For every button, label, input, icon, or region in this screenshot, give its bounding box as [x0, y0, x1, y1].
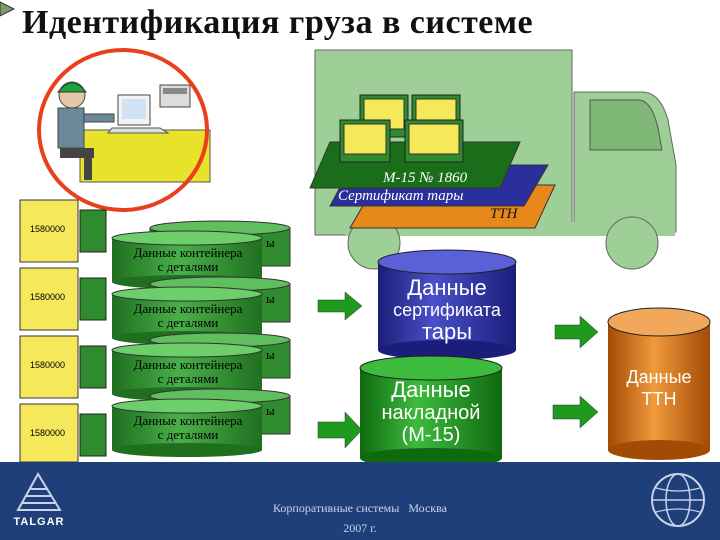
container-label-line: Данные контейнера [133, 301, 243, 316]
highlight-circle [37, 48, 209, 212]
footer-caption: Корпоративные системы Москва 2007 г. [200, 498, 520, 538]
waybill-db-line1: Данные [391, 377, 471, 402]
waybill-db-line2: накладной [381, 402, 481, 424]
waybill-db-cylinder [359, 355, 503, 462]
label-card-number-3: 1580000 [30, 360, 66, 370]
container-label-line: Данные контейнера [133, 357, 243, 372]
container-cylinders [111, 220, 291, 457]
certificate-db-line3: тары [421, 319, 473, 344]
container-label-line: с деталями [157, 371, 219, 386]
flow-arrows [317, 291, 599, 449]
ttn-db-label: Данные ТТН [608, 366, 710, 410]
cargo-boxes [339, 94, 464, 163]
cargo-documents [309, 141, 556, 229]
label-cards [19, 199, 107, 462]
footer-bar [0, 462, 720, 540]
certificate-db-line1: Данные [407, 275, 487, 300]
certificate-db-cylinder [377, 249, 517, 360]
certificate-db-label: Данные сертификата тары [378, 276, 516, 344]
container-back-fragment: ы [266, 403, 275, 418]
page-title: Идентификация груза в системе [22, 4, 534, 41]
container-cylinder-bottom [112, 443, 262, 457]
operator-workstation [56, 81, 211, 183]
container-back-fragment: ы [266, 235, 275, 250]
container-cylinder-top [111, 398, 263, 414]
doc-certificate-text: Сертификат тары [338, 188, 464, 204]
globe-logo-icon [651, 473, 705, 527]
doc-number-text: М-15 № 1860 [383, 170, 468, 186]
ttn-db-cylinder [607, 307, 711, 460]
label-card-number-1: 1580000 [30, 224, 66, 234]
container-cylinder-top [111, 286, 263, 302]
diagram-canvas [19, 48, 711, 462]
label-card-number-4: 1580000 [30, 428, 66, 438]
waybill-db-label: Данные накладной (М-15) [360, 377, 502, 447]
corner-arrow-icon [0, 1, 16, 17]
footer-year: 2007 г. [343, 521, 377, 535]
footer-company: Корпоративные системы [273, 501, 400, 515]
ttn-db-line1: Данные [626, 367, 692, 387]
container-label-line: Данные контейнера [133, 245, 243, 260]
container-label-line: с деталями [157, 315, 219, 330]
ttn-db-line2: ТТН [641, 389, 677, 409]
container-cylinder-top [111, 342, 263, 358]
doc-ttn-text: ТТН [490, 206, 518, 222]
container-label-line: с деталями [157, 259, 219, 274]
container-back-fragment: ы [266, 347, 275, 362]
talgar-logo-icon [16, 472, 62, 511]
footer-city: Москва [408, 501, 447, 515]
container-label-line: Данные контейнера [133, 413, 243, 428]
container-back-fragment: ы [266, 291, 275, 306]
container-cylinder-top [111, 230, 263, 246]
certificate-db-line2: сертификата [393, 300, 501, 320]
waybill-db-line3: (М-15) [401, 424, 461, 446]
talgar-logo-text: TALGAR [13, 516, 65, 528]
label-card-number-2: 1580000 [30, 292, 66, 302]
container-label-line: с деталями [157, 427, 219, 442]
